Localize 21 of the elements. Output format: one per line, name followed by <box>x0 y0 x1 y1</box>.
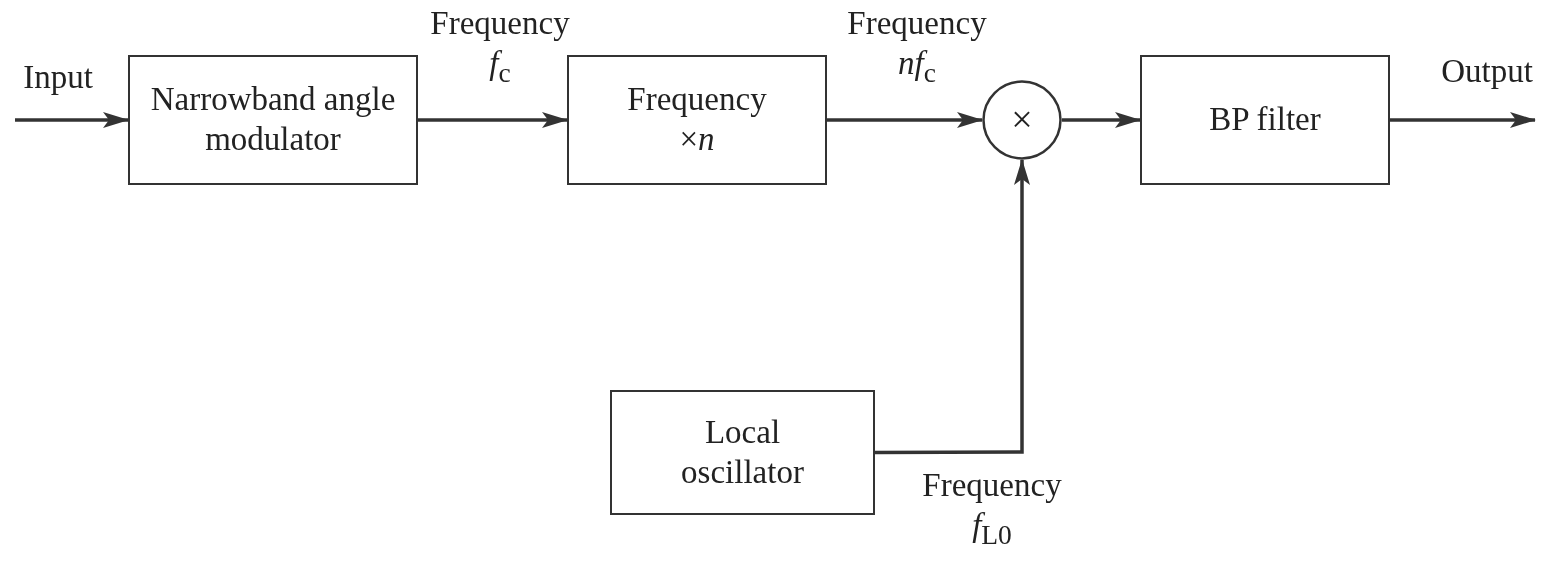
multiplier-box <box>567 55 827 185</box>
modulator-box <box>128 55 418 185</box>
signal-arrow <box>827 112 983 128</box>
block-label: Local oscillator <box>680 412 805 492</box>
block-label: BP filter <box>1209 100 1321 140</box>
edge-label: Frequency f$_{c}$ <box>429 4 571 89</box>
signal-arrow <box>15 112 129 128</box>
edge-label: Output <box>1440 52 1534 91</box>
signal-arrow <box>1062 112 1141 128</box>
filter-box <box>1140 55 1390 185</box>
multiply-symbol: × <box>1011 97 1033 143</box>
edge-label: Frequency f$_{L0}$ <box>921 466 1063 551</box>
oscillator-box <box>610 390 875 515</box>
signal-arrow <box>875 159 1030 455</box>
edge-label: Frequency nf$_{c}$ <box>846 4 988 89</box>
signal-arrow <box>1390 112 1536 128</box>
mixer-circle <box>982 80 1062 160</box>
block-label: Narrowband angle modulator <box>149 80 397 159</box>
block-label: Frequency ×n <box>626 80 768 159</box>
signal-arrow <box>418 112 568 128</box>
edge-label: Input <box>22 58 94 97</box>
